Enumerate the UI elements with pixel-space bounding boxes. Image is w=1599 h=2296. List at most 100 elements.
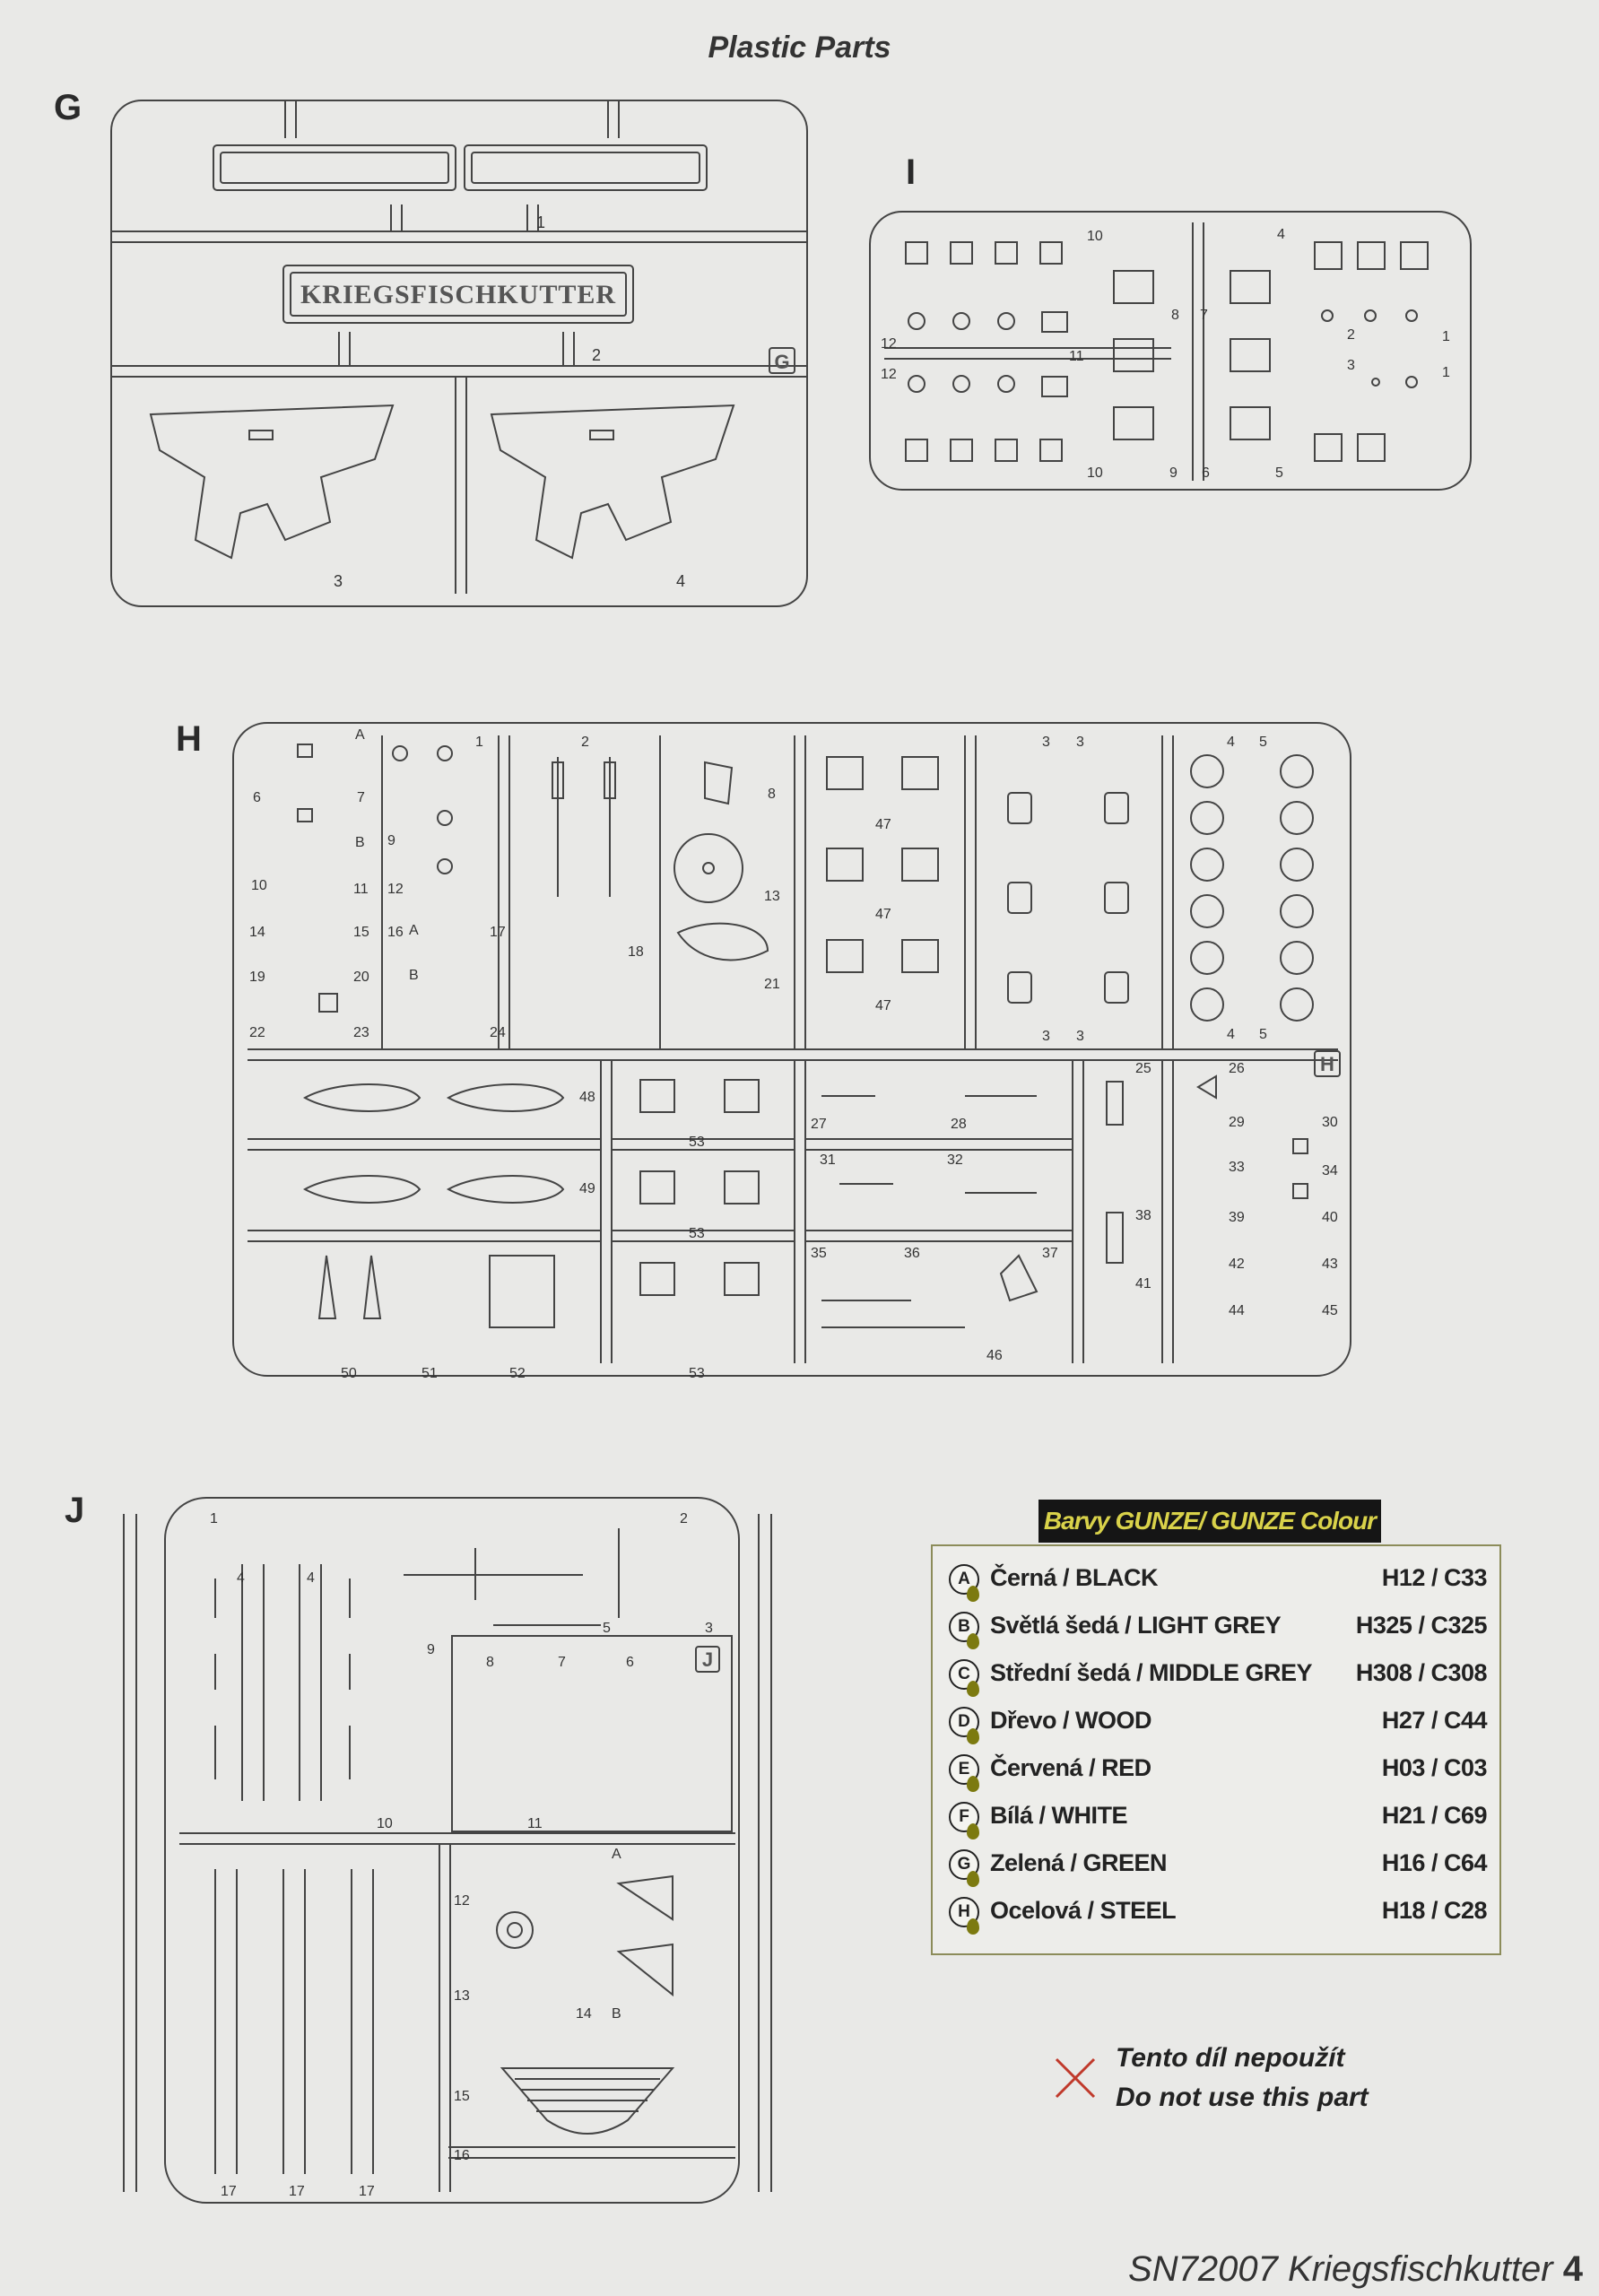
- part-label: 53: [689, 1135, 705, 1150]
- colour-row: A Černá / BLACK H12 / C33: [949, 1555, 1488, 1602]
- part-label: 7: [1200, 308, 1208, 323]
- part-label: 2: [680, 1511, 688, 1526]
- part-label: 15: [353, 925, 369, 940]
- part-label: A: [409, 923, 419, 938]
- colour-code: H16 / C64: [1381, 1849, 1488, 1876]
- part-label: 53: [689, 1226, 705, 1241]
- part-label: 51: [421, 1366, 438, 1381]
- colour-name: Zelená / GREEN: [990, 1849, 1168, 1876]
- part-label: 6: [253, 790, 261, 805]
- plate-text: KRIEGSFISCHKUTTER: [300, 280, 616, 309]
- part-label: 9: [387, 833, 395, 848]
- part-label: 35: [811, 1246, 827, 1261]
- part-label: 5: [1259, 1027, 1267, 1042]
- part-label: B: [409, 968, 419, 983]
- sprue-i-letter: I: [906, 152, 917, 192]
- part-label: 3: [1076, 1029, 1084, 1044]
- part-label: 4: [1227, 1027, 1235, 1042]
- colour-table: A Černá / BLACK H12 / C33 B Světlá šedá …: [931, 1544, 1501, 1955]
- part-label: 43: [1322, 1257, 1338, 1272]
- colour-name: Střední šedá / MIDDLE GREY: [990, 1659, 1313, 1686]
- colour-row: E Červená / RED H03 / C03: [949, 1745, 1488, 1792]
- part-label: 33: [1229, 1160, 1245, 1175]
- colour-code: H12 / C33: [1381, 1564, 1488, 1591]
- part-label: A: [355, 727, 365, 743]
- colour-code: H27 / C44: [1381, 1707, 1488, 1734]
- part-label: 17: [221, 2184, 237, 2199]
- part-label: 21: [764, 977, 780, 992]
- part-label: 46: [986, 1348, 1003, 1363]
- part-label: 15: [454, 2089, 470, 2104]
- page-number: 4: [1562, 2249, 1583, 2289]
- part-label: 1: [1442, 329, 1450, 344]
- paint-drop-icon: [967, 1633, 979, 1649]
- part-label: 28: [951, 1117, 967, 1132]
- part-label: 32: [947, 1152, 963, 1168]
- part-label: 4: [307, 1570, 315, 1586]
- part-label: 5: [1259, 735, 1267, 750]
- part-label: 29: [1229, 1115, 1245, 1130]
- sprue-h-tag: H: [1320, 1053, 1334, 1075]
- colour-name: Bílá / WHITE: [990, 1802, 1128, 1829]
- part-label: 8: [486, 1655, 494, 1670]
- part-label: 42: [1229, 1257, 1245, 1272]
- part-label: 12: [454, 1893, 470, 1909]
- part-label: 10: [1087, 229, 1103, 244]
- part-label: 36: [904, 1246, 920, 1261]
- part-label: 41: [1135, 1276, 1151, 1292]
- sprue-j: J 1 2 4 4 9 5 3 8 7 6 10 11 12 13 14 A B…: [117, 1492, 798, 2210]
- paint-drop-icon: [967, 1871, 979, 1887]
- part-label: 47: [875, 907, 891, 922]
- colour-name: Černá / BLACK: [990, 1564, 1159, 1591]
- part-label: 48: [579, 1090, 595, 1105]
- cross-icon: [1051, 2054, 1099, 2107]
- part-label: 18: [628, 944, 644, 960]
- sprue-g-letter: G: [54, 88, 83, 127]
- colour-key-badge: D: [949, 1707, 979, 1737]
- part-label: A: [612, 1847, 621, 1862]
- part-label: 1: [210, 1511, 218, 1526]
- part-label: 4: [237, 1570, 245, 1586]
- part-label: 37: [1042, 1246, 1058, 1261]
- part-label: 30: [1322, 1115, 1338, 1130]
- part-label: 10: [251, 878, 267, 893]
- part-label: 3: [1347, 358, 1355, 373]
- part-label: 8: [1171, 308, 1179, 323]
- part-label: 24: [490, 1025, 506, 1040]
- colour-name: Světlá šedá / LIGHT GREY: [990, 1612, 1282, 1639]
- part-label: 2: [1347, 327, 1355, 343]
- part-label: 17: [359, 2184, 375, 2199]
- colour-code: H18 / C28: [1381, 1897, 1488, 1924]
- part-label: 39: [1229, 1210, 1245, 1225]
- part-label: 16: [454, 2148, 470, 2163]
- part-label: B: [355, 835, 365, 850]
- part-label: 52: [509, 1366, 526, 1381]
- part-label: 17: [490, 925, 506, 940]
- product-code: SN72007 Kriegsfischkutter: [1128, 2249, 1553, 2289]
- page-title: Plastic Parts: [708, 30, 891, 65]
- sprue-j-tag: J: [702, 1648, 713, 1671]
- part-label: 11: [353, 882, 369, 897]
- part-label: 16: [387, 925, 404, 940]
- part-label: 12: [881, 336, 897, 352]
- note-line-2: Do not use this part: [1116, 2083, 1369, 2112]
- part-label: 22: [249, 1025, 265, 1040]
- colour-name: Červená / RED: [990, 1754, 1151, 1781]
- part-label: 4: [676, 572, 685, 590]
- sprue-g-tag: G: [774, 351, 789, 373]
- colour-row: D Dřevo / WOOD H27 / C44: [949, 1698, 1488, 1744]
- colour-code: H03 / C03: [1381, 1754, 1488, 1781]
- colour-row: C Střední šedá / MIDDLE GREY H308 / C308: [949, 1650, 1488, 1697]
- colour-code: H325 / C325: [1355, 1612, 1488, 1639]
- part-label: 13: [454, 1988, 470, 2004]
- part-label: 12: [881, 367, 897, 382]
- part-label: 5: [1275, 465, 1283, 481]
- part-label: 3: [1042, 1029, 1050, 1044]
- part-label: 2: [592, 346, 601, 364]
- part-label: 23: [353, 1025, 369, 1040]
- part-label: 9: [427, 1642, 435, 1657]
- colour-key-badge: B: [949, 1612, 979, 1642]
- note-line-1: Tento díl nepoužít: [1116, 2043, 1345, 2073]
- part-label: 6: [1202, 465, 1210, 481]
- part-label: 4: [1227, 735, 1235, 750]
